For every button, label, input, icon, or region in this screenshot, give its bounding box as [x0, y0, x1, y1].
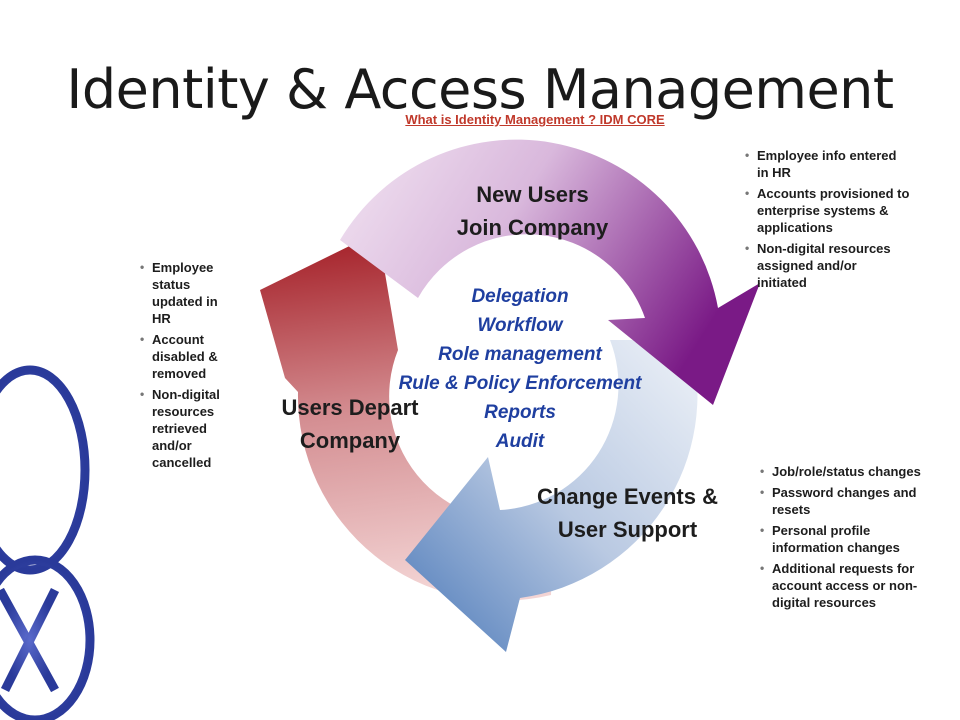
- stage-change-events-line1: Change Events &: [537, 484, 718, 509]
- subtitle-link[interactable]: What is Identity Management ? IDM CORE: [405, 112, 665, 127]
- bullet-item: Password changes and resets: [760, 484, 930, 518]
- bullet-item: Accounts provisioned to enterprise syste…: [745, 185, 910, 236]
- capability-item: Rule & Policy Enforcement: [398, 373, 642, 394]
- stage-new-users-line2: Join Company: [456, 215, 609, 240]
- stage-users-depart: Users Depart Company: [250, 391, 450, 457]
- stage-change-events: Change Events & User Support: [505, 480, 750, 546]
- arrow-change-events: [405, 340, 698, 652]
- capability-item: Workflow: [477, 315, 563, 336]
- capability-item: Reports: [484, 402, 556, 423]
- bullets-users-depart: Employee status updated in HR Account di…: [140, 259, 238, 475]
- bullet-item: Employee status updated in HR: [140, 259, 238, 327]
- capability-item: Audit: [495, 431, 545, 452]
- bullet-item: Job/role/status changes: [760, 463, 930, 480]
- stage-new-users: New Users Join Company: [420, 178, 645, 244]
- stage-users-depart-line1: Users Depart: [281, 395, 419, 420]
- stage-new-users-line1: New Users: [476, 182, 589, 207]
- bullet-item: Employee info entered in HR: [745, 147, 910, 181]
- stage-users-depart-line2: Company: [299, 428, 401, 453]
- bullet-item: Account disabled & removed: [140, 331, 238, 382]
- arrow-new-users: [340, 139, 760, 405]
- capability-item: Role management: [438, 344, 602, 365]
- core-capabilities: Delegation Workflow Role management Rule…: [360, 282, 680, 456]
- bullet-item: Non-digital resources assigned and/or in…: [745, 240, 910, 291]
- slide-title: Identity & Access Management: [66, 58, 894, 121]
- stage-change-events-line2: User Support: [557, 517, 698, 542]
- arrow-users-depart: [260, 232, 553, 601]
- capability-item: Delegation: [471, 286, 569, 307]
- bullet-item: Additional requests for account access o…: [760, 560, 930, 611]
- bullet-item: Non-digital resources retrieved and/or c…: [140, 386, 238, 471]
- bullet-item: Personal profile information changes: [760, 522, 930, 556]
- logo-mark-icon: [0, 365, 95, 720]
- bullets-change-events: Job/role/status changes Password changes…: [760, 463, 930, 615]
- bullets-new-users: Employee info entered in HR Accounts pro…: [745, 147, 910, 295]
